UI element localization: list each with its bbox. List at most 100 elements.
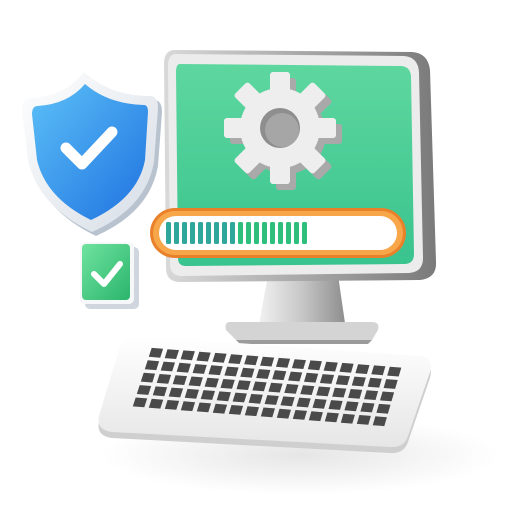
progress-segment xyxy=(246,222,251,244)
progress-segment xyxy=(286,222,291,244)
keyboard-key xyxy=(339,362,354,373)
keyboard-key xyxy=(268,382,283,393)
keyboard-key xyxy=(204,377,219,388)
keyboard-key xyxy=(156,374,172,384)
keyboard-key xyxy=(272,370,287,381)
keyboard-key xyxy=(212,352,227,363)
progress-segment xyxy=(302,222,307,244)
keyboard-key xyxy=(224,366,239,377)
keyboard-key xyxy=(308,411,323,422)
progress-segment xyxy=(262,222,267,244)
keyboard-key xyxy=(323,361,338,372)
progress-segment xyxy=(174,222,179,244)
progress-segment xyxy=(294,222,299,244)
keyboard-key xyxy=(140,372,156,383)
keyboard-key xyxy=(244,406,259,417)
keyboard-key xyxy=(208,365,223,376)
keyboard-key xyxy=(200,390,215,400)
keyboard-key xyxy=(180,350,195,361)
keyboard-key xyxy=(264,395,279,405)
keyboard-key xyxy=(164,400,180,410)
keyboard-key xyxy=(355,364,370,374)
progress-segment xyxy=(190,222,195,244)
keyboard-key xyxy=(316,386,331,397)
keyboard-key xyxy=(307,360,322,371)
keyboard-key xyxy=(256,369,271,379)
progress-segment xyxy=(222,222,227,244)
keyboard-key xyxy=(380,391,395,402)
keyboard-key xyxy=(351,376,366,387)
keyboard-key xyxy=(232,392,247,403)
progress-segment xyxy=(254,222,259,244)
keyboard-key xyxy=(387,366,402,377)
checkmark-icon xyxy=(91,261,123,287)
keyboard-key xyxy=(172,375,187,385)
keyboard-key xyxy=(319,374,335,384)
keyboard-key xyxy=(148,347,164,358)
keyboard-key xyxy=(276,408,291,419)
check-badge-body xyxy=(82,244,130,300)
keyboard-key xyxy=(280,396,295,407)
keyboard-key xyxy=(260,356,275,367)
keyboard-key xyxy=(220,379,235,389)
keyboard-key xyxy=(244,355,259,366)
progress-segment xyxy=(238,222,243,244)
keyboard-key xyxy=(228,405,244,415)
keyboard-key xyxy=(300,385,315,395)
keyboard-key xyxy=(372,416,387,427)
keyboard-key xyxy=(324,412,339,423)
progress-segment xyxy=(270,222,275,244)
checkmark-icon xyxy=(60,126,118,170)
progress-segment xyxy=(230,222,235,244)
progress-segment xyxy=(278,222,283,244)
progress-segment xyxy=(214,222,219,244)
keyboard-key xyxy=(376,403,391,414)
keyboard-key xyxy=(348,389,363,399)
monitor-stand-neck xyxy=(258,275,346,330)
shield-check-icon xyxy=(22,72,162,236)
keyboard-key xyxy=(335,375,350,386)
keyboard-key xyxy=(176,362,191,373)
keyboard-key xyxy=(291,359,306,369)
keyboard-key xyxy=(192,364,207,374)
keyboard-icon xyxy=(98,335,431,454)
progress-segment xyxy=(166,222,171,244)
progress-segment xyxy=(206,222,211,244)
keyboard-key xyxy=(360,402,375,413)
keyboard-key xyxy=(160,361,175,372)
keyboard-key xyxy=(292,410,307,420)
keyboard-key xyxy=(248,393,263,404)
keyboard-key xyxy=(184,388,199,399)
keyboard-key xyxy=(304,372,319,383)
keyboard-key xyxy=(164,349,179,359)
keyboard-key xyxy=(228,354,243,364)
keyboard-key xyxy=(148,398,164,409)
keyboard-key xyxy=(252,381,267,392)
keyboard-key xyxy=(340,413,355,424)
progress-bar xyxy=(150,208,406,258)
progress-bar-fill xyxy=(166,222,307,244)
progress-segment xyxy=(198,222,203,244)
keyboard-key xyxy=(152,386,168,397)
keyboard-keys xyxy=(132,347,402,427)
keyboard-key xyxy=(371,365,386,376)
keyboard-key xyxy=(216,391,231,402)
keyboard-key xyxy=(136,385,152,395)
monitor-icon xyxy=(150,50,437,344)
keyboard-key xyxy=(364,390,379,400)
keyboard-key xyxy=(328,400,343,410)
keyboard-key xyxy=(288,371,303,382)
check-badge-icon xyxy=(80,242,139,309)
keyboard-key xyxy=(180,401,196,412)
keyboard-key xyxy=(344,401,359,412)
keyboard-key xyxy=(196,402,212,413)
keyboard-key xyxy=(212,403,228,414)
keyboard-key xyxy=(383,379,398,389)
keyboard-key xyxy=(367,377,382,388)
keyboard-key xyxy=(332,387,347,398)
gear-icon xyxy=(224,72,342,190)
monitor-stand-base xyxy=(225,322,379,340)
keyboard-key xyxy=(168,387,184,398)
keyboard-key xyxy=(356,415,371,425)
keyboard-key xyxy=(132,397,148,408)
